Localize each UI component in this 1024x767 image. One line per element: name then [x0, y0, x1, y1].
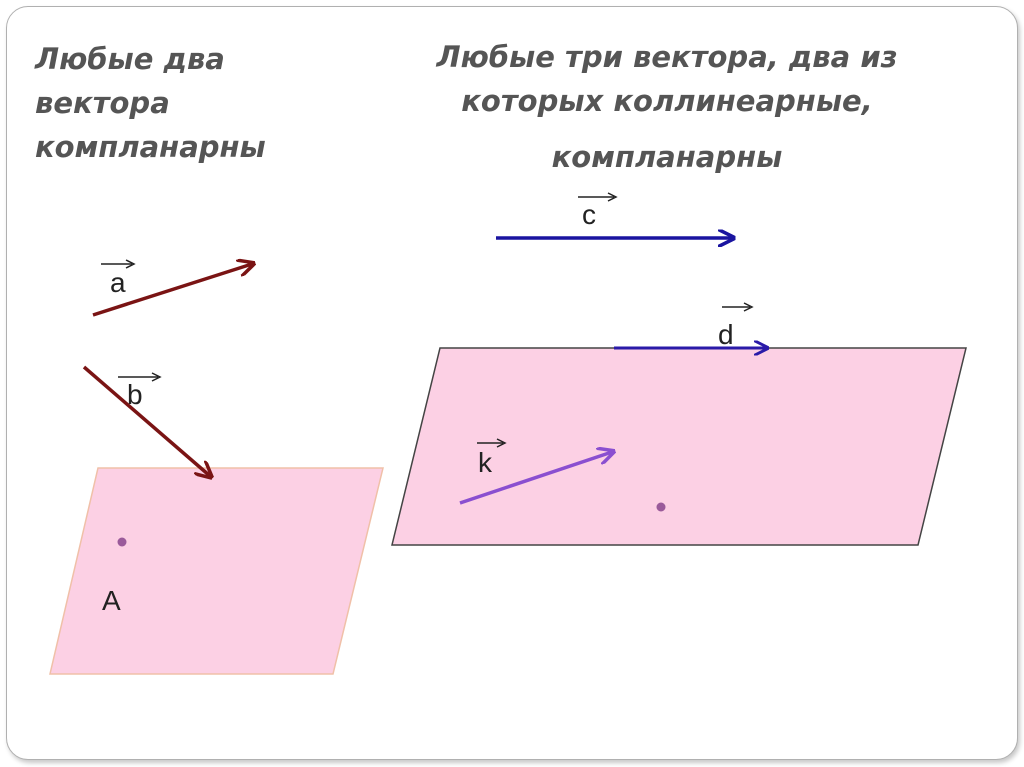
- right-heading-line-2: которых коллинеарные,: [461, 84, 873, 118]
- vector-k-label: k: [478, 447, 493, 478]
- point-plane-dot: [656, 502, 666, 512]
- left-heading-line-3: компланарны: [35, 130, 266, 164]
- left-plane: [49, 467, 384, 675]
- vector-a-overarrow-head: [125, 259, 136, 269]
- point-a-dot: [117, 537, 127, 547]
- vector-d-label: d: [718, 319, 734, 350]
- vector-c-overarrow-head: [607, 192, 618, 202]
- right-heading-line-1: Любые три вектора, два из: [436, 40, 898, 74]
- point-a-label: A: [102, 585, 121, 616]
- vector-c-label: c: [582, 199, 596, 230]
- left-heading: Любые два вектора компланарны: [35, 37, 365, 169]
- right-plane: [391, 347, 967, 546]
- vector-a-label: a: [110, 267, 126, 298]
- right-heading-line-3: компланарны: [551, 140, 783, 174]
- vector-k: [459, 452, 612, 505]
- vector-b: [82, 365, 210, 476]
- left-heading-line-1: Любые два: [35, 42, 225, 76]
- vector-a: [92, 264, 252, 317]
- right-heading: Любые три вектора, два из которых коллин…: [367, 35, 967, 179]
- vector-d-overarrow-head: [743, 302, 754, 312]
- vector-b-overarrow-head: [151, 372, 162, 382]
- left-heading-line-2: вектора: [35, 86, 170, 120]
- vector-k-overarrow-head: [496, 438, 507, 448]
- vector-b-label: b: [127, 379, 143, 410]
